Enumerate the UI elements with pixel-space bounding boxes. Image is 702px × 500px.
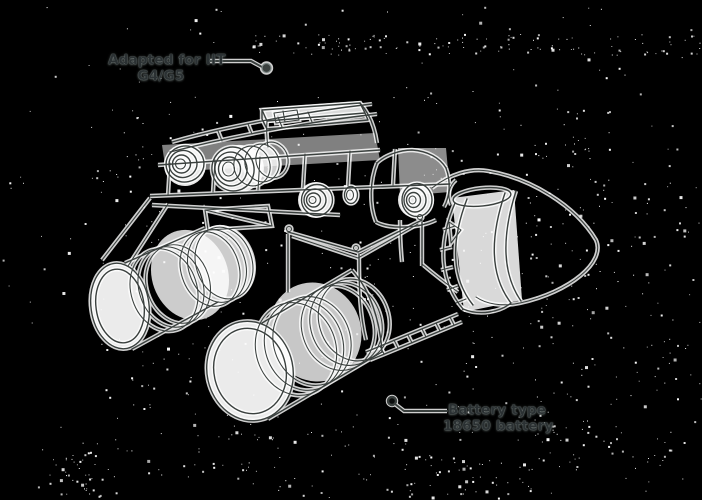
adapter-callout-line2: G4/G5 — [137, 68, 185, 84]
center-objective-lens — [300, 183, 359, 217]
mount-plate — [261, 102, 378, 148]
battery-callout-label: Battery type 18650 battery — [443, 402, 554, 434]
adapter-callout-leader — [209, 60, 272, 74]
nvg-line-art — [89, 60, 599, 422]
adapter-leader-dot — [261, 62, 272, 74]
right-eyepiece-lens — [211, 141, 289, 192]
battery-callout-line1: Battery type — [447, 402, 547, 418]
left-objective-barrel — [89, 226, 254, 350]
right-tube-assembly — [370, 149, 450, 263]
housing-box — [285, 213, 463, 361]
battery-callout-line2: 18650 battery — [443, 418, 554, 434]
battery-leader-dot — [386, 395, 398, 407]
power-cable — [431, 169, 599, 306]
adapter-callout-line1: Adapted for IIT — [108, 52, 226, 68]
center-objective-barrel — [205, 269, 391, 422]
battery-callout-leader — [386, 395, 448, 412]
bridge-frame — [101, 103, 451, 267]
left-eyepiece-lens — [165, 145, 205, 183]
battery-housing — [439, 179, 522, 314]
adapter-callout-label: Adapted for IIT G4/G5 — [108, 52, 226, 84]
